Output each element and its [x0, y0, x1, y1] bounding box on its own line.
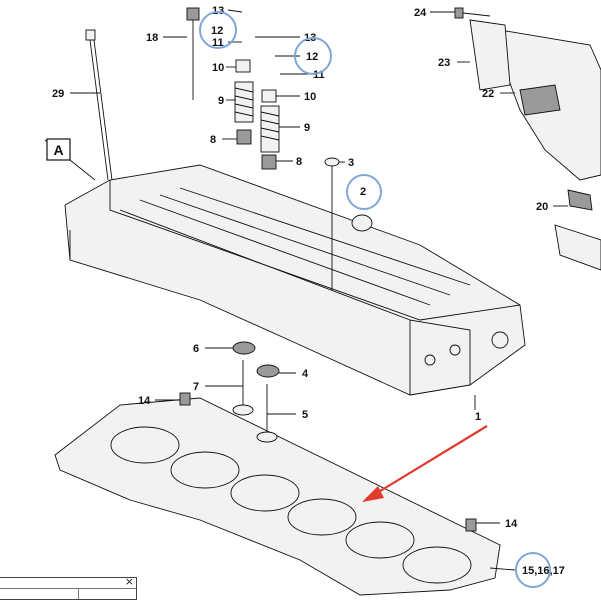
- label-9-right: 9: [304, 122, 310, 134]
- label-10-right: 10: [304, 91, 316, 103]
- label-8-right: 8: [296, 156, 302, 168]
- bolt-18: [186, 7, 200, 100]
- label-24: 24: [414, 7, 427, 19]
- valve-5: [256, 384, 278, 443]
- red-pointer-arrow: [362, 425, 488, 502]
- highlight-circle-2: [346, 174, 382, 210]
- bolt-29: [85, 29, 113, 181]
- view-a-box: [46, 138, 71, 161]
- label-11-right: 11: [313, 69, 325, 81]
- spring-retainer-10-left: [235, 59, 251, 73]
- valve-spring-9-left: [234, 81, 254, 123]
- label-22: 22: [482, 88, 494, 100]
- mini-table-row: [0, 588, 136, 600]
- valve-spring-9-right: [260, 105, 280, 153]
- dowel-14-left: [179, 392, 191, 406]
- plug-2: [351, 214, 373, 232]
- label-20: 20: [536, 201, 548, 213]
- label-29: 29: [52, 88, 64, 100]
- close-icon[interactable]: ×: [124, 575, 134, 588]
- valve-seat-6: [232, 341, 256, 355]
- valve-7: [232, 360, 254, 416]
- label-14-right: 14: [505, 518, 518, 530]
- label-3: 3: [348, 157, 354, 169]
- view-a-label: A: [53, 142, 63, 158]
- mini-table-divider: [78, 588, 79, 599]
- dowel-14-right: [465, 518, 477, 532]
- valve-seat-4: [256, 364, 280, 378]
- label-2: 2: [360, 186, 366, 198]
- highlight-circle-12-right: [294, 37, 332, 75]
- label-11-left: 11: [212, 37, 224, 49]
- spring-retainer-10-right: [261, 89, 277, 103]
- label-1: 1: [475, 411, 481, 423]
- highlight-circle-15-16-17: [515, 552, 551, 588]
- label-10-left: 10: [212, 62, 224, 74]
- label-8-left: 8: [210, 134, 216, 146]
- label-5: 5: [302, 409, 308, 421]
- label-14-left: 14: [138, 395, 151, 407]
- label-23: 23: [438, 57, 450, 69]
- label-9-left: 9: [218, 95, 224, 107]
- label-18: 18: [146, 32, 158, 44]
- label-4: 4: [302, 368, 309, 380]
- label-12-right: 12: [306, 51, 318, 63]
- mini-table-widget: ×: [0, 575, 137, 600]
- highlight-circle-12-left: [199, 11, 237, 49]
- label-7: 7: [193, 381, 199, 393]
- head-gasket: [54, 397, 501, 596]
- label-15-16-17: 15,16,17: [522, 565, 565, 577]
- label-13-left: 13: [212, 5, 224, 17]
- valve-seal-8-left: [236, 129, 252, 145]
- valve-seal-8-right: [261, 154, 277, 170]
- cap-3: [324, 157, 340, 167]
- intake-manifold: [469, 19, 601, 271]
- label-6: 6: [193, 343, 199, 355]
- cylinder-head: [64, 164, 526, 396]
- label-12-left: 12: [211, 25, 223, 37]
- bolt-24: [454, 7, 491, 19]
